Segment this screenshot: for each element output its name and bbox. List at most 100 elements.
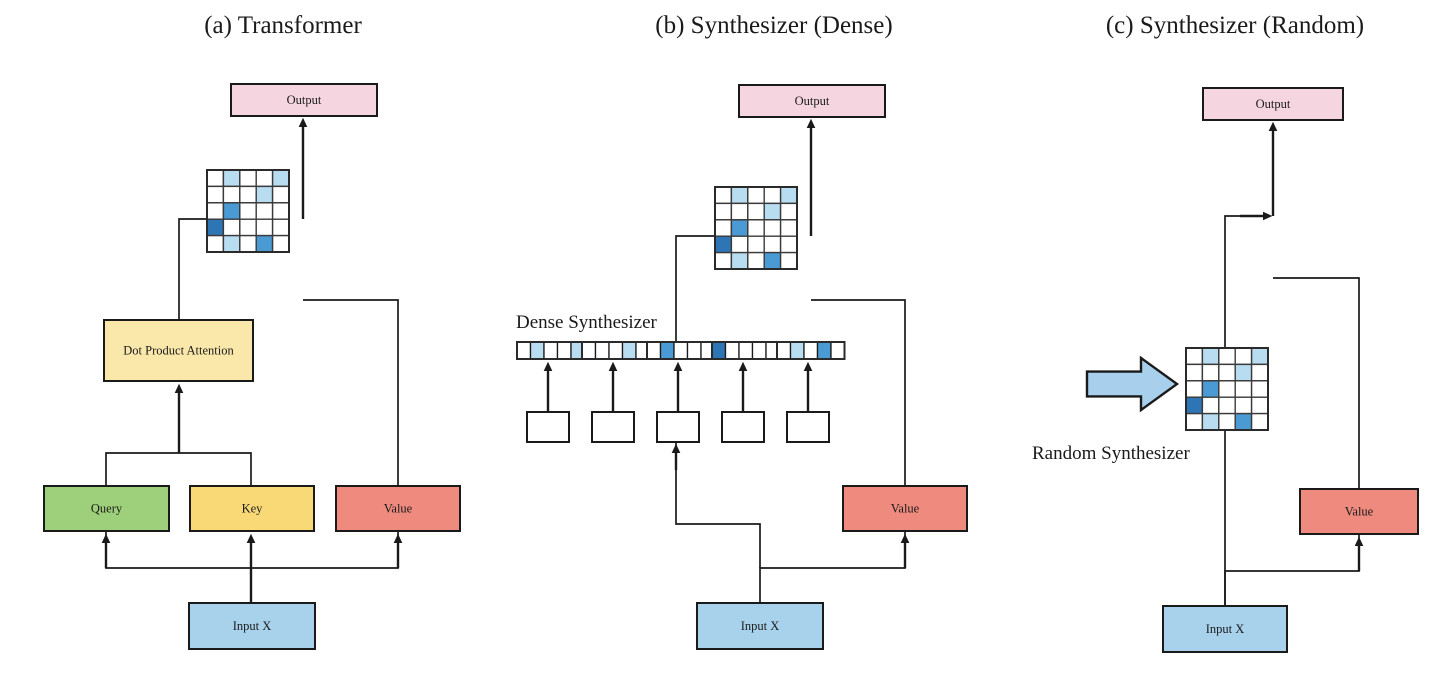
matrix-cell-r5c5 bbox=[1250, 412, 1269, 431]
proj-1 bbox=[526, 411, 570, 443]
panel-c-wires bbox=[1224, 121, 1364, 606]
matrix-cell-r2c2 bbox=[222, 185, 241, 204]
attention-label: Dot Product Attention bbox=[123, 343, 234, 357]
matrix-cell-r4c1 bbox=[1185, 396, 1204, 415]
matrix-cell-r3c2 bbox=[222, 202, 241, 220]
proj-2 bbox=[591, 411, 635, 443]
matrix-cell-r2c4 bbox=[763, 202, 782, 221]
matrix-cell-r3c2 bbox=[730, 219, 749, 237]
vector-cell-1 bbox=[516, 341, 532, 360]
matrix-cell-r5c3 bbox=[747, 251, 765, 270]
matrix-cell-r3c3 bbox=[1218, 380, 1236, 398]
vector-cell-3 bbox=[608, 341, 624, 360]
matrix-cell-r3c4 bbox=[1234, 380, 1253, 398]
vector-cell-2 bbox=[529, 341, 545, 360]
vector-cell-3 bbox=[673, 341, 689, 360]
matrix-cell-r1c1 bbox=[1185, 347, 1204, 366]
matrix-cell-r1c1 bbox=[714, 186, 733, 205]
matrix-cell-r3c5 bbox=[779, 219, 798, 237]
matrix-cell-r2c2 bbox=[730, 202, 749, 221]
matrix-cell-r4c4 bbox=[763, 235, 782, 254]
vector-cell-5 bbox=[830, 341, 846, 360]
random-synthesizer-label: Random Synthesizer bbox=[1032, 443, 1190, 464]
matrix-cell-r1c3 bbox=[239, 169, 257, 188]
matrix-cell-r5c3 bbox=[1218, 412, 1236, 431]
vector-cell-2 bbox=[724, 341, 740, 360]
matrix-cell-r1c2 bbox=[222, 169, 241, 188]
matrix-cell-r5c4 bbox=[1234, 412, 1253, 431]
matrix-cell-r1c4 bbox=[1234, 347, 1253, 366]
matrix-cell-r5c2 bbox=[222, 234, 241, 253]
c-output-box: Output bbox=[1202, 87, 1344, 121]
dense-vector-4 bbox=[711, 341, 781, 360]
input-label: Input X bbox=[1206, 622, 1245, 636]
b-output-box: Output bbox=[738, 84, 886, 118]
output-label: Output bbox=[1256, 97, 1291, 111]
vector-cell-4 bbox=[686, 341, 702, 360]
matrix-cell-r3c1 bbox=[1185, 380, 1204, 398]
proj-5 bbox=[786, 411, 830, 443]
vector-cell-4 bbox=[816, 341, 832, 360]
matrix-cell-r5c2 bbox=[1201, 412, 1220, 431]
matrix-cell-r4c2 bbox=[730, 235, 749, 254]
matrix-cell-r1c1 bbox=[206, 169, 225, 188]
matrix-cell-r2c3 bbox=[239, 185, 257, 204]
matrix-cell-r2c1 bbox=[714, 202, 733, 221]
matrix-cell-r3c2 bbox=[1201, 380, 1220, 398]
matrix-cell-r3c5 bbox=[1250, 380, 1269, 398]
vector-cell-1 bbox=[581, 341, 597, 360]
vector-cell-4 bbox=[556, 341, 572, 360]
matrix-cell-r4c1 bbox=[714, 235, 733, 254]
matrix-cell-r5c1 bbox=[206, 234, 225, 253]
panel-title-a: (a) Transformer bbox=[204, 12, 362, 39]
matrix-cell-r4c3 bbox=[747, 235, 765, 254]
a-value-box: Value bbox=[335, 485, 461, 532]
vector-frame bbox=[776, 341, 846, 360]
matrix-cell-r5c4 bbox=[255, 234, 274, 253]
matrix-cell-r1c2 bbox=[730, 186, 749, 205]
output-rect bbox=[1202, 87, 1344, 121]
matrix-cell-r4c5 bbox=[271, 218, 290, 237]
matrix-cell-r1c5 bbox=[1250, 347, 1269, 366]
matrix-cell-r2c5 bbox=[779, 202, 798, 221]
vector-cell-3 bbox=[738, 341, 754, 360]
matrix-cell-r1c2 bbox=[1201, 347, 1220, 366]
matrix-cell-r4c4 bbox=[255, 218, 274, 237]
value-rect bbox=[1299, 488, 1419, 535]
panel-b-wires bbox=[543, 118, 910, 603]
matrix-cell-r4c5 bbox=[1250, 396, 1269, 415]
key-rect bbox=[189, 485, 315, 532]
panel-a-wires bbox=[101, 117, 403, 603]
matrix-cell-r2c5 bbox=[1250, 363, 1269, 382]
vector-cell-2 bbox=[659, 341, 675, 360]
matrix-cell-r2c1 bbox=[1185, 363, 1204, 382]
matrix-cell-r2c3 bbox=[747, 202, 765, 221]
matrix-cell-r5c3 bbox=[239, 234, 257, 253]
attention-rect bbox=[103, 319, 254, 382]
attention-matrix-b bbox=[714, 186, 798, 270]
panel-title-b: (b) Synthesizer (Dense) bbox=[655, 12, 892, 39]
b-input-box: Input X bbox=[696, 602, 824, 650]
matrix-cell-r1c4 bbox=[255, 169, 274, 188]
input-label: Input X bbox=[233, 619, 272, 633]
matrix-cell-r2c3 bbox=[1218, 363, 1236, 382]
random-init-arrow bbox=[1085, 355, 1180, 413]
dense-vector-5 bbox=[776, 341, 846, 360]
query-label: Query bbox=[91, 501, 123, 515]
dense-vector-3 bbox=[646, 341, 716, 360]
vector-cell-1 bbox=[711, 341, 727, 360]
output-rect bbox=[230, 83, 378, 117]
proj-4 bbox=[721, 411, 765, 443]
output-rect bbox=[738, 84, 886, 118]
b-value-box: Value bbox=[842, 485, 968, 532]
dense-synthesizer-label: Dense Synthesizer bbox=[516, 312, 658, 333]
a-key-box: Key bbox=[189, 485, 315, 532]
vector-cell-1 bbox=[646, 341, 662, 360]
a-attention-box: Dot Product Attention bbox=[103, 319, 254, 382]
attention-matrix-a bbox=[206, 169, 290, 253]
matrix-cell-r5c4 bbox=[763, 251, 782, 270]
matrix-cell-r5c5 bbox=[779, 251, 798, 270]
matrix-cell-r2c5 bbox=[271, 185, 290, 204]
